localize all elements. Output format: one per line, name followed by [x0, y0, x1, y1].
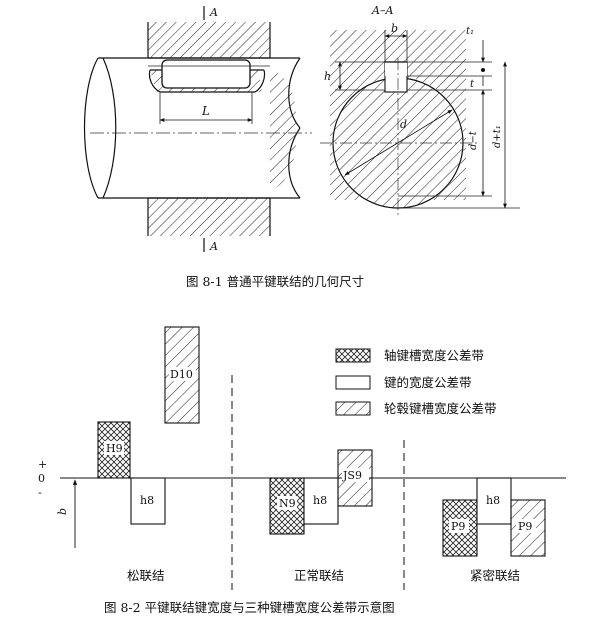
fig2-tolerance-diagram: + 0 - b H9 h8 D10 松联结 N9 h8 JS9 正常联结 P9 …: [38, 326, 566, 590]
fig1-section-view: A–A d b h t₁ t: [320, 4, 520, 218]
legend-swatch-diagonal: [335, 401, 371, 416]
dim-d: d: [400, 118, 407, 131]
box-h8-tight: [476, 477, 512, 525]
dim-L: L: [201, 104, 210, 118]
section-title: A–A: [371, 4, 393, 17]
figure1-caption: 图 8-1 普通平键联结的几何尺寸: [186, 274, 364, 289]
legend-swatch-crosshatch: [335, 348, 371, 363]
dim-t: t: [470, 79, 475, 90]
figure2-caption: 图 8-2 平键联结键宽度与三种键槽宽度公差带示意图: [104, 600, 395, 615]
box-h8-normal: [303, 477, 339, 525]
section-mark-top: A: [209, 6, 218, 19]
fig1-side-view: L A A: [83, 6, 312, 253]
axis-minus: -: [38, 486, 42, 499]
legend-label-shaft: 轴键槽宽度公差带: [384, 348, 484, 363]
label-H9: H9: [106, 442, 123, 455]
group-tight-label: 紧密联结: [470, 568, 520, 583]
label-D10: D10: [170, 368, 193, 381]
dim-d-minus-t: d−t: [468, 130, 479, 150]
label-P9-hub: P9: [518, 520, 532, 533]
dim-h: h: [324, 70, 331, 83]
axis-b: b: [56, 508, 69, 515]
label-h8-tight: h8: [486, 494, 500, 507]
section-mark-bottom: A: [209, 240, 218, 253]
legend-label-key: 键的宽度公差带: [384, 375, 472, 390]
legend-label-hub: 轮毂键槽宽度公差带: [384, 401, 497, 416]
axis-zero: 0: [38, 472, 45, 485]
group-normal-label: 正常联结: [294, 568, 344, 583]
label-N9: N9: [279, 497, 296, 510]
dim-b: b: [391, 22, 398, 35]
label-JS9: JS9: [342, 469, 362, 482]
legend: 轴键槽宽度公差带 键的宽度公差带 轮毂键槽宽度公差带: [335, 348, 497, 416]
label-P9-shaft: P9: [451, 520, 465, 533]
label-h8-loose: h8: [140, 494, 154, 507]
legend-swatch-blank: [335, 375, 371, 390]
axis-plus: +: [38, 458, 47, 471]
box-h8-loose: [130, 477, 166, 525]
label-h8-normal: h8: [313, 494, 327, 507]
dim-d-plus-t1: d+t₁: [492, 125, 503, 148]
dim-t1: t₁: [466, 26, 474, 37]
group-loose-label: 松联结: [127, 568, 165, 583]
